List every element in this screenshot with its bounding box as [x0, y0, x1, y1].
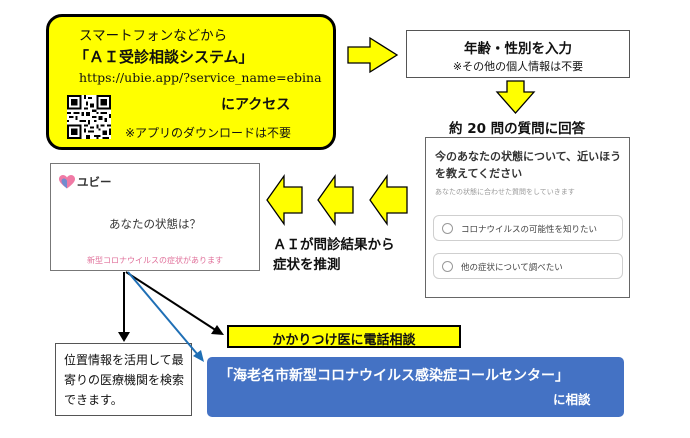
ubie-result-screen: ユビー あなたの状態は？ 新型コロナウイルスの症状があります	[50, 163, 260, 271]
covid-result-text: 新型コロナウイルスの症状があります	[87, 256, 223, 265]
ai-result-line2: 症状を推測	[273, 257, 341, 273]
heart-logo-icon	[59, 175, 75, 189]
location-info-text: 位置情報を活用して最寄りの医療機関を検索できます。	[64, 353, 185, 407]
radio-icon[interactable]	[442, 261, 453, 272]
option-covid[interactable]: コロナウイルスの可能性を知りたい	[433, 215, 623, 241]
connector-to-location	[118, 272, 130, 342]
question-screen: 今のあなたの状態について、近いほうを教えてください あなたの状態に合わせた質問を…	[425, 137, 630, 298]
intro-note: ※アプリのダウンロードは不要	[125, 126, 292, 140]
clinic-consult-box: かかりつけ医に電話相談	[227, 325, 461, 348]
age-gender-box: 年齢・性別を入力 ※その他の個人情報は不要	[406, 30, 630, 78]
call-center-box: 「海老名市新型コロナウイルス感染症コールセンター」 に相談	[207, 357, 624, 417]
intro-access: にアクセス	[221, 97, 291, 113]
connector-to-clinic	[125, 271, 224, 335]
left-arrow-icon-2	[317, 173, 354, 227]
intro-system-name: 「ＡＩ受診相談システム」	[74, 48, 254, 66]
question-subtitle: あなたの状態に合わせた質問をしていきます	[435, 188, 575, 196]
call-center-name: 「海老名市新型コロナウイルス感染症コールセンター」	[219, 368, 569, 384]
down-arrow-icon	[495, 80, 536, 114]
qr-code-icon	[67, 95, 111, 139]
radio-icon[interactable]	[442, 223, 453, 234]
left-arrow-icon-3	[266, 173, 303, 227]
option-other-symptoms[interactable]: 他の症状について調べたい	[433, 253, 623, 279]
question-title: 今のあなたの状態について、近いほうを教えてください	[435, 150, 622, 180]
option-label: コロナウイルスの可能性を知りたい	[461, 225, 598, 235]
answer-questions-label: 約 20 問の質問に回答	[449, 121, 586, 137]
age-gender-title: 年齢・性別を入力	[464, 41, 572, 57]
intro-line1: スマートフォンなどから	[79, 28, 228, 44]
connector-to-call-center	[127, 271, 204, 362]
ai-result-label: ＡＩが問診結果から 症状を推測	[273, 235, 395, 275]
age-gender-note: ※その他の個人情報は不要	[452, 60, 584, 73]
ai-result-line1: ＡＩが問診結果から	[273, 237, 395, 253]
ubie-logo-text: ユビー	[77, 175, 112, 189]
location-info-box: 位置情報を活用して最寄りの医療機関を検索できます。	[55, 343, 192, 416]
intro-box: スマートフォンなどから 「ＡＩ受診相談システム」 https://ubie.ap…	[46, 14, 336, 150]
left-arrow-icon-1	[369, 173, 408, 227]
intro-url[interactable]: https://ubie.app/?service_name=ebina	[79, 70, 322, 85]
option-label: 他の症状について調べたい	[461, 263, 563, 273]
state-question: あなたの状態は？	[109, 217, 201, 231]
right-arrow-icon	[347, 36, 399, 74]
clinic-consult-label: かかりつけ医に電話相談	[272, 333, 416, 348]
call-center-consult: に相談	[553, 392, 591, 407]
